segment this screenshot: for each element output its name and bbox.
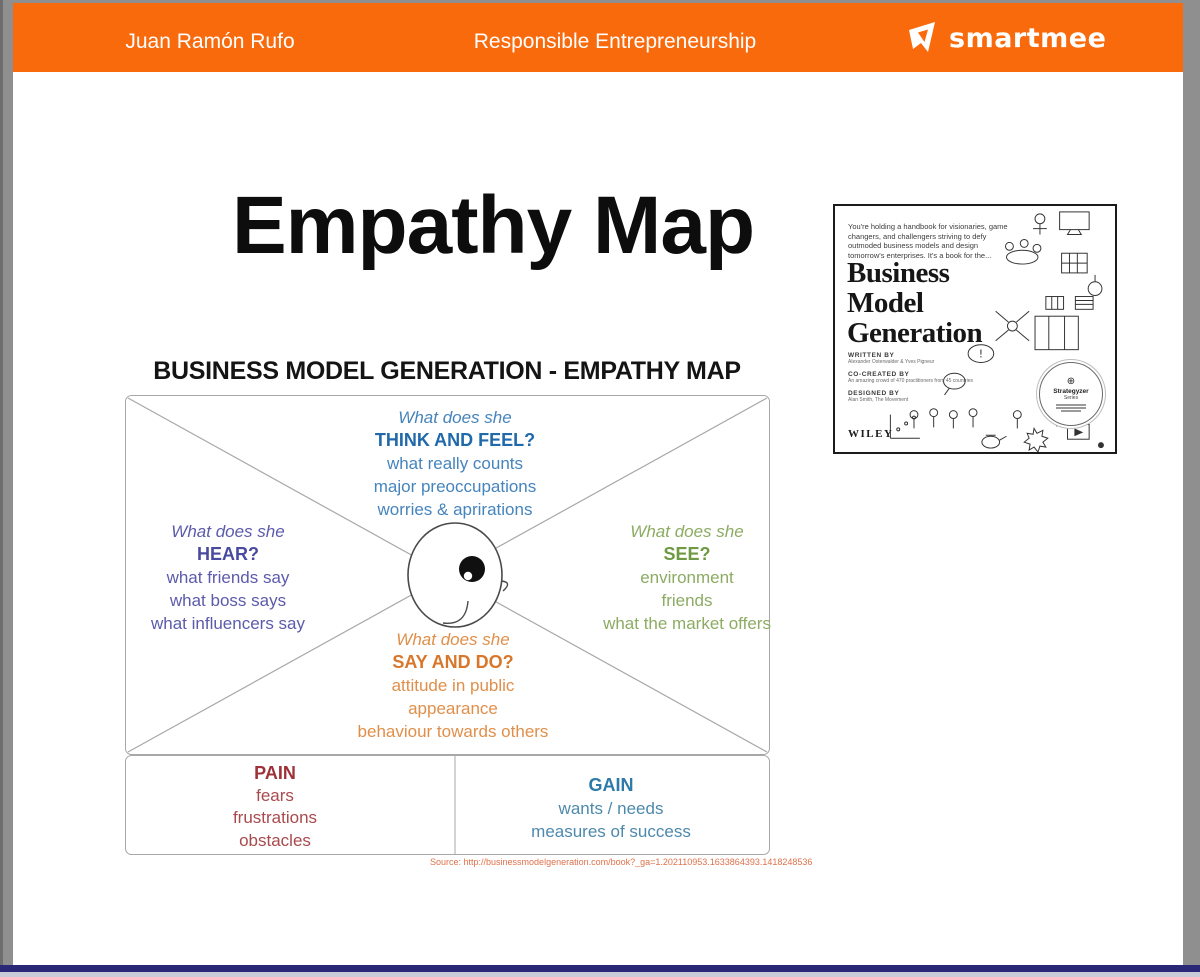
- section-lead: What does she: [396, 630, 510, 649]
- credit-value: An amazing crowd of 470 practitioners fr…: [848, 378, 974, 384]
- book-title-line: Model: [847, 287, 924, 319]
- book-intro-text: You're holding a handbook for visionarie…: [848, 222, 1008, 260]
- section-item: fears: [256, 785, 294, 805]
- section-item: what the market offers: [603, 614, 771, 633]
- slide-title: Empathy Map: [231, 180, 755, 271]
- section-lead: What does she: [171, 522, 285, 541]
- book-doodles-illustration: !: [889, 211, 1104, 452]
- section-lead: What does she: [630, 522, 744, 541]
- credit-label: WRITTEN BY: [848, 352, 895, 359]
- pain-gain-box: [125, 755, 770, 855]
- section-item: behaviour towards others: [357, 722, 549, 741]
- empathy-section-see: What does she SEE? environment friends w…: [567, 520, 807, 635]
- persona-face-illustration: [407, 522, 509, 628]
- smartmee-logo-icon: [909, 22, 935, 52]
- credit-value: Alan Smith, The Movement: [848, 397, 909, 403]
- section-item: what influencers say: [150, 614, 306, 633]
- badge-subtitle: Series: [1063, 394, 1079, 401]
- section-heading: PAIN: [254, 763, 296, 783]
- section-heading: SEE?: [663, 544, 711, 564]
- badge-fine-print: [1061, 410, 1081, 412]
- brand-wordmark: smartmee: [949, 22, 1107, 54]
- section-item: what really counts: [386, 454, 524, 473]
- frame-edge: [0, 0, 3, 977]
- section-item: wants / needs: [558, 799, 664, 818]
- credit-value: Alexander Osterwalder & Yves Pigneur: [848, 359, 935, 365]
- section-item: obstacles: [239, 830, 311, 850]
- empathy-section-pain: PAIN fears frustrations obstacles: [145, 762, 405, 852]
- brand-logo: smartmee: [908, 17, 1106, 59]
- empathy-section-think-feel: What does she THINK AND FEEL? what reall…: [325, 406, 585, 521]
- empathy-section-gain: GAIN wants / needs measures of success: [481, 774, 741, 843]
- footer-bar: [0, 965, 1200, 972]
- section-item: worries & aprirations: [377, 500, 533, 519]
- section-item: major preoccupations: [373, 477, 537, 496]
- strategyzer-badge: ⊕ Strategyzer Series: [1039, 362, 1103, 426]
- header-course-title: Responsible Entrepreneurship: [473, 30, 757, 53]
- section-item: frustrations: [232, 808, 318, 827]
- doodle-exclamation: !: [979, 348, 983, 361]
- empathy-section-hear: What does she HEAR? what friends say wha…: [108, 520, 348, 635]
- empathy-section-say-do: What does she SAY AND DO? attitude in pu…: [323, 628, 583, 743]
- empathy-map-frame: [125, 395, 770, 855]
- credit-designed-by: DESIGNED BY Alan Smith, The Movement: [848, 390, 973, 403]
- section-heading: SAY AND DO?: [392, 652, 514, 672]
- section-item: friends: [661, 591, 713, 610]
- map-outer-box: [125, 395, 770, 755]
- badge-fine-print: [1056, 407, 1086, 409]
- book-cover: ! You're holding a handbook for visionar…: [833, 204, 1117, 454]
- publisher-logo: WILEY: [848, 428, 894, 440]
- section-heading: THINK AND FEEL?: [374, 430, 536, 450]
- section-item: measures of success: [531, 822, 691, 841]
- badge-title: Strategyzer: [1053, 387, 1089, 395]
- header-author: Juan Ramón Rufo: [125, 30, 295, 53]
- credit-label: DESIGNED BY: [848, 390, 900, 397]
- section-item: what boss says: [169, 591, 287, 610]
- section-item: attitude in public: [391, 676, 515, 695]
- book-credits: WRITTEN BY Alexander Osterwalder & Yves …: [848, 352, 973, 409]
- section-lead: What does she: [398, 408, 512, 427]
- book-title-line: Business: [847, 257, 950, 289]
- badge-logo-icon: ⊕: [1066, 375, 1076, 387]
- section-heading: HEAR?: [197, 544, 259, 564]
- section-item: what friends say: [166, 568, 290, 587]
- footer-strip: [0, 972, 1200, 977]
- diagram-heading: BUSINESS MODEL GENERATION - EMPATHY MAP: [153, 357, 741, 385]
- credit-written-by: WRITTEN BY Alexander Osterwalder & Yves …: [848, 352, 973, 365]
- book-title-line: Generation: [847, 317, 983, 349]
- book-title: Business Model Generation: [847, 257, 983, 349]
- header-bar: Juan Ramón Rufo Responsible Entrepreneur…: [13, 3, 1183, 72]
- section-item: appearance: [408, 699, 498, 718]
- badge-fine-print: [1056, 404, 1086, 406]
- slide: Juan Ramón Rufo Responsible Entrepreneur…: [13, 3, 1183, 965]
- section-item: environment: [640, 568, 734, 587]
- credit-label: CO-CREATED BY: [848, 371, 910, 378]
- source-note: Source: http://businessmodelgeneration.c…: [430, 857, 813, 867]
- section-heading: GAIN: [588, 775, 634, 795]
- credit-co-created-by: CO-CREATED BY An amazing crowd of 470 pr…: [848, 371, 973, 384]
